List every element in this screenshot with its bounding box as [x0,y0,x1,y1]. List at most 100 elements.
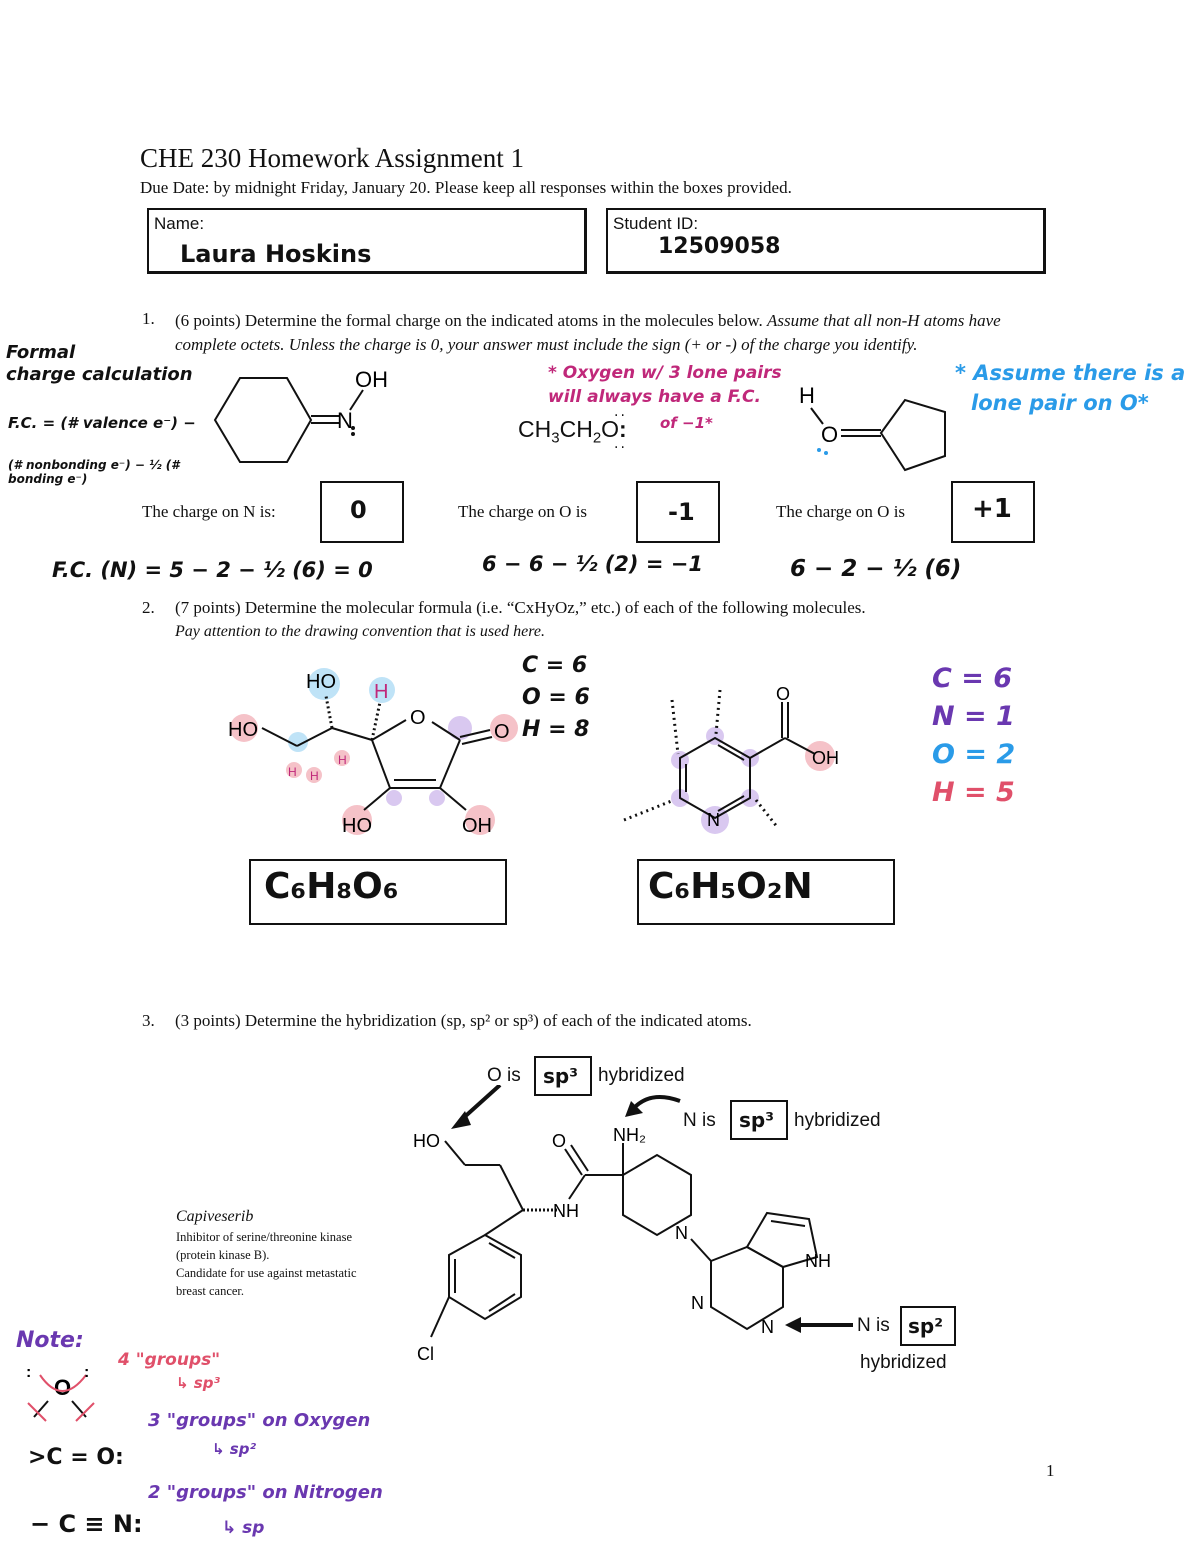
atom-h: H [338,753,347,767]
note-groups-2: 2 "groups" on Nitrogen [148,1482,383,1503]
h-dashes [754,799,780,829]
fc-note-title: Formal charge calculation [6,342,193,386]
bond [439,787,467,811]
answer-box-o2 [951,481,1035,543]
n1-is-label: N is [683,1110,716,1131]
n2-is-label: N is [857,1315,890,1336]
highlight [308,668,340,700]
arrow-head [785,1317,801,1333]
fc-note-title-1: Formal [6,342,76,363]
ring-double [770,1220,806,1227]
note-cross [27,1402,47,1422]
bond [363,787,391,811]
highlight [342,805,372,835]
answer-charge-n: 0 [350,496,367,524]
o-answer-box [534,1056,592,1096]
assume-note-1: * Assume there is a [955,361,1186,385]
atom-h: H [374,681,388,703]
drug-description: Inhibitor of serine/threonine kinase (pr… [176,1228,357,1300]
highlight [230,714,258,742]
atom-cl: Cl [417,1344,434,1364]
drug-name: Capiveserib [176,1208,254,1225]
atom-oh: OH [355,367,388,392]
atom-o: O [494,721,510,743]
ring-bond [439,739,461,789]
atom-oh: OH [812,748,839,768]
n2-hybridized-label: hybridized [860,1352,947,1373]
fc-formula-1: F.C. = (# valence e⁻) − [8,414,196,432]
note-drawing-carbonyl: >C = O: [28,1445,124,1470]
q1-molecule-oxime: N OH [213,367,388,463]
highlight [429,790,445,806]
formula-ch: CH [518,416,552,442]
q3-molecule-capiveserib: HO NH O NH₂ N Cl NH N N [413,1085,853,1364]
student-id-box [606,208,1046,274]
due-date: Due Date: by midnight Friday, January 20… [140,178,792,197]
atom-o: O [410,707,426,729]
highlight [448,716,472,740]
formula-sub-2: 2 [592,429,602,447]
bond-hashed [324,695,334,729]
piperidine-ring [622,1153,692,1237]
note-groups-3: 3 "groups" on Oxygen [148,1410,371,1431]
answer-box-formula-1 [249,859,507,925]
note-lone-pair: : [26,1364,31,1381]
atom-n: N [337,408,353,433]
highlight [334,750,350,766]
page-number: 1 [1046,1461,1055,1480]
label-charge-o2: The charge on O is [776,502,906,521]
name-value: Laura Hoskins [180,240,372,268]
highlight [805,741,835,771]
ring-double [488,1242,516,1259]
atom-oh: OH [462,815,492,837]
highlight [306,767,322,783]
oxygen-note: * Oxygen w/ 3 lone pairs will always hav… [548,361,782,409]
ring-double [717,744,745,761]
count-c: C = 6 [932,663,1013,694]
arrow-head [451,1111,471,1129]
note-atom-o: O [54,1375,71,1400]
q1-molecule-cyclopentanone: H O [799,383,946,472]
ring-bond [371,719,407,741]
answer-formula-2: C₆H₅O₂N [648,866,813,907]
q2-molecule-ascorbic-acid: HO HO H O O HO OH H H H [228,668,518,837]
phenyl-ring [448,1233,522,1321]
formula-o: O [601,416,620,442]
atom-h: H [288,765,297,779]
n1-answer-box [730,1100,788,1140]
bond [749,737,786,759]
h-dashes [623,798,675,822]
note-drawing-nitrile: − C ≡ N: [30,1510,143,1538]
bond [430,1296,450,1338]
pyrrole-ring [745,1211,819,1269]
atom-n: N [675,1223,688,1243]
lone-pair-dot [351,432,355,436]
note-cross [75,1402,95,1422]
page-title: CHE 230 Homework Assignment 1 [140,143,524,173]
bond [331,727,373,741]
carbonyl-b [570,1144,589,1172]
label-charge-n: The charge on N is: [142,502,276,521]
bond [690,1238,712,1262]
atom-h: H [799,383,815,408]
ring-double [717,795,745,812]
o-hybridized-label: hybridized [598,1065,685,1086]
bond [444,1140,466,1166]
calc-n: F.C. (N) = 5 − 2 − ½ (6) = 0 [52,558,373,582]
carbonyl-b [461,736,493,745]
answer-box-n [320,481,404,543]
answer-charge-o1: -1 [668,498,695,526]
lone-pair-dot [817,448,821,452]
atom-ho: HO [342,815,372,837]
note-sp3: ↳ sp³ [176,1374,221,1392]
count-h: H = 5 [932,777,1015,808]
carbonyl-a [459,729,491,738]
n2-answer: sp² [908,1314,943,1338]
lone-pair-colon: : [619,416,627,442]
lone-pair-dot [351,426,355,430]
q1-prompt: (6 points) Determine the formal charge o… [175,309,1045,357]
carbonyl-a [564,1148,583,1176]
answer-box-o1 [636,481,720,543]
atom-o: O [552,1131,566,1151]
q1-number: 1. [142,309,155,328]
